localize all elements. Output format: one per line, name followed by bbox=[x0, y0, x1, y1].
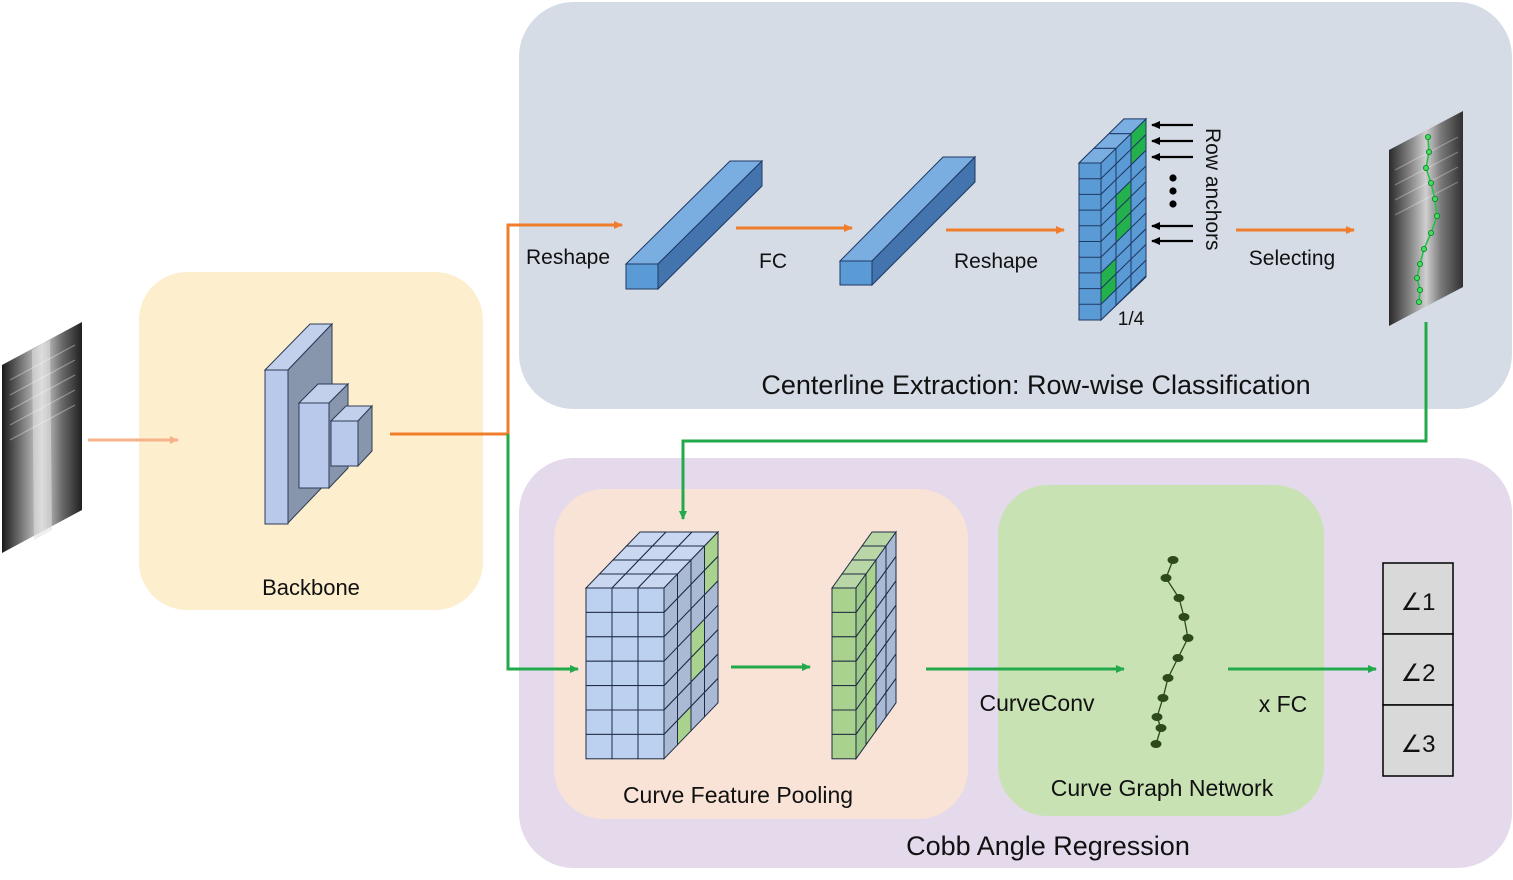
cube-front-cell bbox=[585, 685, 613, 711]
curve-graph-network-label: Curve Graph Network bbox=[1051, 775, 1274, 801]
backbone-to-pooling-arrow bbox=[506, 434, 579, 673]
row-anchors-label: Row anchors bbox=[1201, 128, 1224, 251]
angle-output-stack bbox=[1382, 562, 1454, 777]
cube-side-cell bbox=[885, 676, 897, 719]
one-quarter-label: 1/4 bbox=[1118, 309, 1145, 330]
graph-node bbox=[1150, 740, 1162, 748]
cube-front-cell bbox=[611, 685, 639, 711]
centerline-title: Centerline Extraction: Row-wise Classifi… bbox=[761, 370, 1310, 400]
cube-front-cell bbox=[611, 587, 639, 613]
fc-label: FC bbox=[759, 250, 787, 273]
cube-side-cell bbox=[704, 677, 719, 719]
cube-front-cell bbox=[831, 636, 857, 662]
centerline-point bbox=[1416, 298, 1423, 305]
cube-front-cell bbox=[611, 660, 639, 687]
cube-front-cell bbox=[585, 636, 613, 662]
feature-bar-2 bbox=[838, 155, 977, 287]
centerline-point bbox=[1417, 260, 1424, 267]
row-anchor-arrows bbox=[1151, 121, 1193, 245]
angle-1-box bbox=[1382, 562, 1454, 635]
cube-front-cell bbox=[831, 685, 857, 711]
feature-map-cube bbox=[584, 530, 720, 761]
cube-front-cell bbox=[637, 611, 665, 638]
cube-front-cell bbox=[831, 733, 857, 760]
cobb-title: Cobb Angle Regression bbox=[906, 831, 1190, 861]
cube-front-cell bbox=[831, 709, 857, 735]
cube-front-cell bbox=[831, 587, 857, 613]
to-reshape-arrow bbox=[506, 221, 623, 434]
selecting-label: Selecting bbox=[1249, 247, 1335, 270]
cube-front-cell bbox=[611, 733, 639, 760]
cube-front-cell bbox=[637, 685, 665, 711]
backbone-blocks bbox=[263, 322, 374, 525]
graph-node bbox=[1182, 634, 1194, 642]
grid-top-cell bbox=[1107, 118, 1148, 135]
reshape-1-label: Reshape bbox=[526, 246, 610, 269]
cube-front-cell bbox=[637, 636, 665, 662]
cube-front-cell bbox=[637, 587, 665, 613]
graph-node bbox=[1162, 674, 1174, 682]
reshape-2-label: Reshape bbox=[954, 250, 1038, 273]
graph-node bbox=[1173, 594, 1185, 602]
centerline-panel bbox=[519, 2, 1512, 409]
cube-front-cell bbox=[611, 611, 639, 638]
centerline-point bbox=[1425, 133, 1432, 140]
feature-bar-1 bbox=[624, 159, 764, 291]
cube-front-cell bbox=[637, 709, 665, 735]
centerline-point bbox=[1428, 179, 1435, 186]
cube-front-cell bbox=[585, 709, 613, 735]
graph-node bbox=[1172, 654, 1184, 662]
angle-1-label: ∠1 bbox=[1401, 589, 1436, 616]
cube-front-cell bbox=[585, 611, 613, 638]
angle-2-box bbox=[1382, 633, 1454, 706]
cube-front-cell bbox=[585, 587, 613, 613]
centerline-point bbox=[1434, 212, 1441, 219]
graph-node bbox=[1155, 724, 1167, 732]
cube-front-cell bbox=[611, 709, 639, 735]
cube-front-cell bbox=[585, 660, 613, 687]
cube-front-cell bbox=[637, 660, 665, 687]
cube-front-cell bbox=[831, 611, 857, 638]
graph-node bbox=[1151, 713, 1163, 721]
centerline-point bbox=[1432, 195, 1439, 202]
backbone-label: Backbone bbox=[262, 575, 360, 600]
cube-front-cell bbox=[637, 733, 665, 760]
angle-2-label: ∠2 bbox=[1401, 660, 1436, 687]
x-fc-label: x FC bbox=[1259, 691, 1308, 717]
curve-graph bbox=[1150, 556, 1194, 748]
graph-panel bbox=[998, 485, 1324, 816]
centerline-to-pooling-arrow bbox=[679, 322, 1428, 520]
curve-feature-pooling-label: Curve Feature Pooling bbox=[623, 782, 853, 808]
cube-front-cell bbox=[585, 733, 613, 760]
cube-front-cell bbox=[831, 660, 857, 687]
grid-side-cell bbox=[1130, 259, 1147, 292]
graph-node bbox=[1178, 613, 1190, 621]
graph-node bbox=[1157, 694, 1169, 702]
graph-node bbox=[1167, 556, 1179, 564]
graph-node bbox=[1160, 574, 1172, 582]
pooled-feature-cube bbox=[831, 530, 897, 761]
curveconv-label: CurveConv bbox=[979, 690, 1095, 716]
centerline-point bbox=[1428, 229, 1435, 236]
centerline-point bbox=[1421, 245, 1428, 252]
row-anchor-grid-lines bbox=[1079, 178, 1101, 305]
ellipsis-dots bbox=[1169, 174, 1177, 208]
centerline-point bbox=[1414, 274, 1421, 281]
input-xray-image bbox=[2, 322, 82, 553]
centerline-point bbox=[1426, 148, 1433, 155]
centerline-xray-image bbox=[1389, 111, 1463, 326]
centerline-point bbox=[1423, 164, 1430, 171]
angle-3-box bbox=[1382, 704, 1454, 777]
centerline-point bbox=[1417, 286, 1424, 293]
cube-front-cell bbox=[611, 636, 639, 662]
angle-3-label: ∠3 bbox=[1401, 731, 1436, 758]
